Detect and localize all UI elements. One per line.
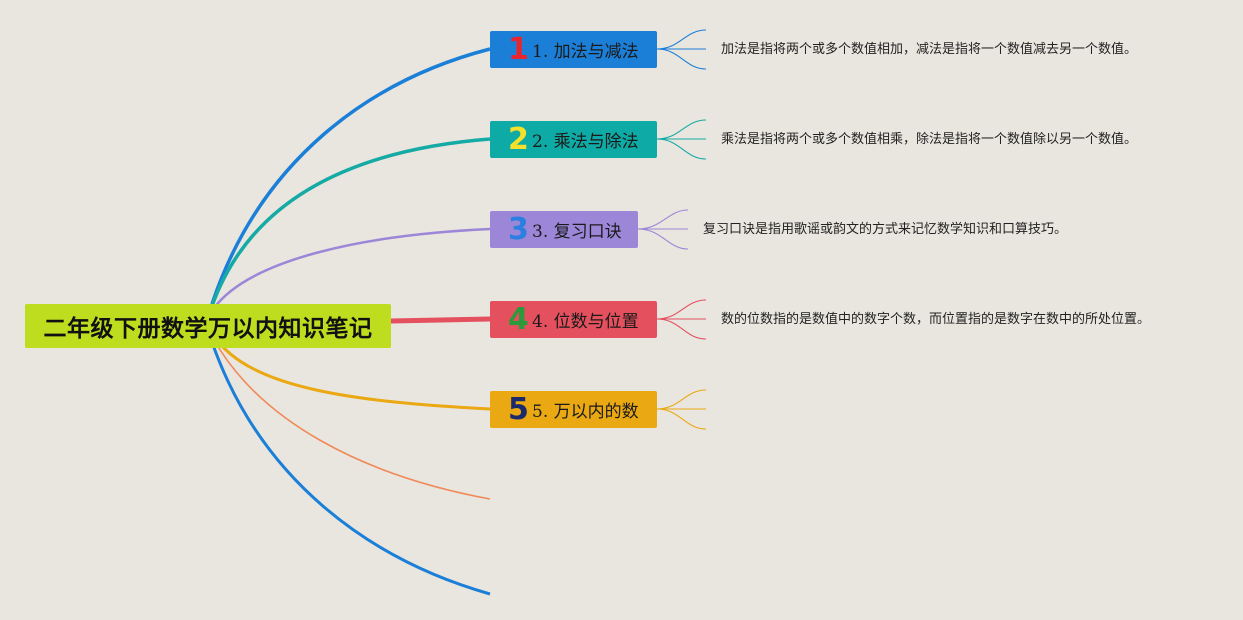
branch-line-4	[390, 316, 491, 324]
topic-2-label: 2. 乘法与除法	[532, 132, 639, 152]
topic-4-label: 4. 位数与位置	[532, 312, 639, 332]
number-2-icon: 2	[508, 121, 529, 157]
central-topic[interactable]: 二年级下册数学万以内知识笔记	[25, 304, 391, 348]
topic-3-description: 复习口诀是指用歌谣或韵文的方式来记忆数学知识和口算技巧。	[703, 222, 1068, 237]
topic-4[interactable]: 4 4. 位数与位置	[490, 301, 657, 338]
topic-3[interactable]: 3 3. 复习口诀	[490, 211, 638, 248]
fan-1	[656, 29, 707, 70]
topic-3-label: 3. 复习口诀	[532, 222, 622, 242]
topic-1[interactable]: 1 1. 加法与减法	[490, 31, 657, 68]
fan-5	[656, 389, 707, 430]
topic-4-description: 数的位数指的是数值中的数字个数，而位置指的是数字在数中的所处位置。	[721, 312, 1151, 327]
topic-1-description: 加法是指将两个或多个数值相加，减法是指将一个数值减去另一个数值。	[721, 42, 1138, 57]
number-4-icon: 4	[508, 301, 529, 337]
topic-5-label: 5. 万以内的数	[532, 402, 639, 422]
branch-line-3	[213, 227, 491, 309]
fan-4	[656, 299, 707, 340]
number-1-icon: 1	[508, 31, 529, 67]
branch-line-1	[210, 47, 491, 305]
branch-line-2	[210, 137, 491, 307]
number-3-icon: 3	[508, 211, 529, 247]
topic-1-label: 1. 加法与减法	[532, 42, 639, 62]
topic-2[interactable]: 2 2. 乘法与除法	[490, 121, 657, 158]
fan-3	[637, 209, 689, 250]
central-topic-title: 二年级下册数学万以内知识笔记	[43, 316, 373, 342]
fan-2	[656, 119, 707, 160]
branch-line-6	[213, 339, 491, 500]
topic-2-description: 乘法是指将两个或多个数值相乘，除法是指将一个数值除以另一个数值。	[721, 132, 1138, 147]
branch-line-5	[212, 335, 491, 411]
number-5-icon: 5	[508, 391, 529, 427]
branch-line-7	[210, 341, 491, 596]
topic-5[interactable]: 5 5. 万以内的数	[490, 391, 657, 428]
